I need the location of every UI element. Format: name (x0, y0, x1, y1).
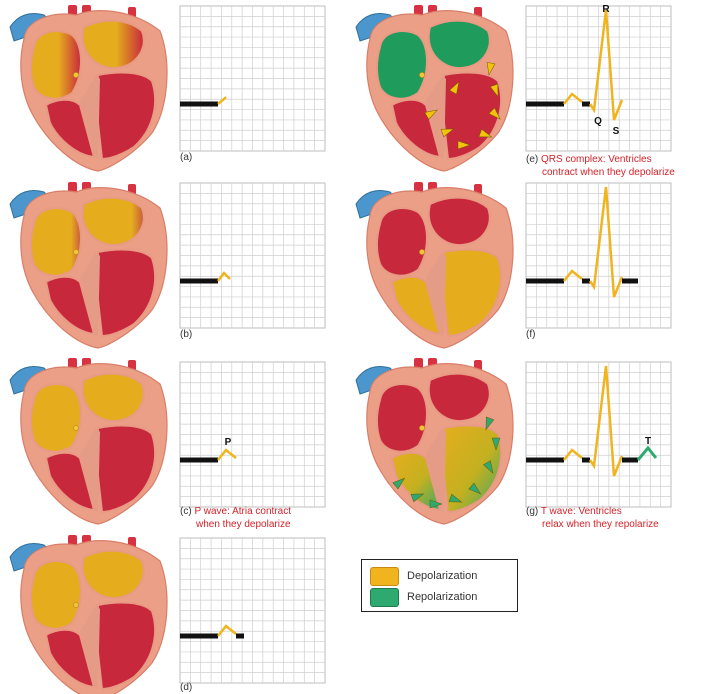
right-atrium-b (31, 208, 81, 276)
caption-e-line1: QRS complex: Ventricles (541, 154, 652, 165)
right-atrium-a (31, 31, 81, 99)
left-ventricle-e (442, 73, 501, 159)
av-node-b (73, 249, 78, 254)
right-atrium-c (31, 384, 81, 452)
left-ventricle-d (96, 603, 155, 689)
heart-f (356, 182, 513, 348)
panel-letter-c: (c) (180, 506, 192, 517)
panel-letter-e: (e) (526, 154, 538, 165)
heart-g (356, 358, 513, 524)
legend-label-repolarization: Repolarization (407, 591, 477, 603)
panel-letter-f: (f) (526, 329, 535, 341)
av-node-d (73, 602, 78, 607)
ecg-grid-c: P (180, 362, 325, 507)
legend-row-depolarization: Depolarization (370, 567, 477, 585)
panel-letter-d: (d) (180, 682, 192, 694)
right-atrium-f (377, 208, 427, 276)
ecg-grid-b (180, 183, 325, 328)
av-node-f (419, 249, 424, 254)
heart-b (10, 182, 167, 348)
panel-caption-c: (c) P wave: Atria contract (180, 506, 291, 518)
left-ventricle-c (96, 426, 155, 512)
ecg-grid-d (180, 538, 325, 683)
heart-c (10, 358, 167, 524)
repolarization-swatch (370, 588, 399, 607)
ecg-grid-f (526, 183, 671, 328)
caption-c-line2: when they depolarize (196, 519, 291, 531)
depolarization-swatch (370, 567, 399, 586)
t-wave-label: T (645, 436, 651, 447)
av-node-e (419, 72, 424, 77)
av-node-g (419, 425, 424, 430)
right-atrium-g (377, 384, 427, 452)
left-ventricle-a (96, 73, 155, 159)
caption-e-line2: contract when they depolarize (542, 167, 675, 179)
av-node-a (73, 72, 78, 77)
panel-caption-g: (g) T wave: Ventricles (526, 506, 622, 518)
caption-g-line1: T wave: Ventricles (541, 506, 622, 517)
qrs-label-Q: Q (594, 116, 602, 127)
qrs-label-S: S (613, 126, 620, 137)
panel-letter-g: (g) (526, 506, 538, 517)
ecg-grid-e: R QS (526, 4, 671, 151)
av-node-c (73, 425, 78, 430)
heart-d (10, 535, 167, 694)
ecg-grid-g: T (526, 362, 671, 507)
heart-e (356, 5, 513, 171)
legend-label-depolarization: Depolarization (407, 570, 477, 582)
p-wave-label: P (225, 437, 232, 448)
caption-g-line2: relax when they repolarize (542, 519, 659, 531)
caption-c-line1: P wave: Atria contract (194, 506, 291, 517)
ecg-grid-a (180, 6, 325, 151)
panel-letter-a: (a) (180, 152, 192, 164)
legend-row-repolarization: Repolarization (370, 588, 477, 606)
legend: Depolarization Repolarization (361, 559, 518, 612)
right-atrium-e (377, 31, 427, 99)
left-ventricle-b (96, 250, 155, 336)
right-atrium-d (31, 561, 81, 629)
heart-a (10, 5, 167, 171)
left-ventricle-f (442, 250, 501, 336)
panel-caption-e: (e) QRS complex: Ventricles (526, 154, 652, 166)
qrs-label-R: R (602, 4, 610, 15)
panel-letter-b: (b) (180, 329, 192, 341)
